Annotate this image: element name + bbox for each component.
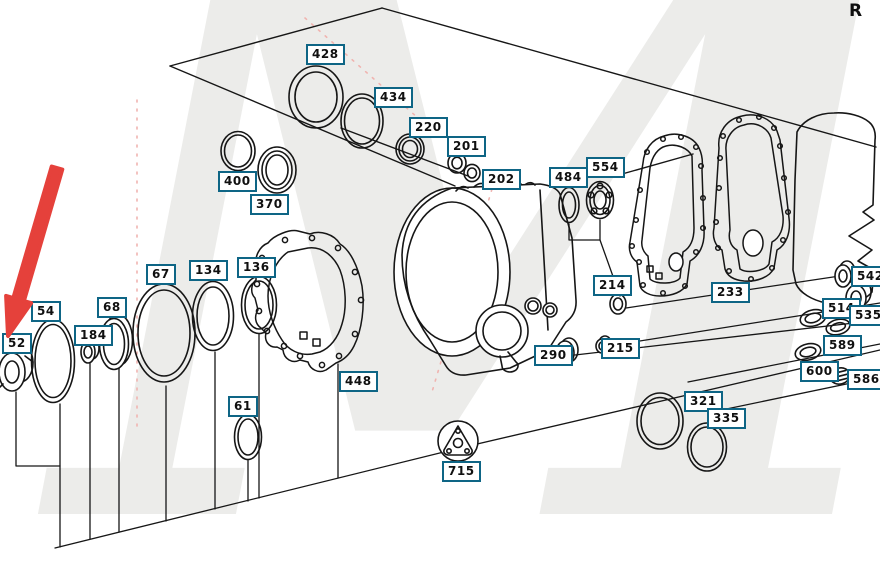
part-label-484[interactable]: 484 <box>549 167 588 188</box>
part-label-67[interactable]: 67 <box>146 264 176 285</box>
part-label-136[interactable]: 136 <box>237 257 276 278</box>
gasket-drawing-233 <box>628 133 707 297</box>
revision-marker: R <box>849 1 863 21</box>
part-drawing-134 <box>191 280 235 352</box>
part-label-589[interactable]: 589 <box>823 335 862 356</box>
part-label-220[interactable]: 220 <box>409 117 448 138</box>
part-label-184[interactable]: 184 <box>74 325 113 346</box>
part-label-434[interactable]: 434 <box>374 87 413 108</box>
rear-housing-profile-drawing <box>792 112 877 306</box>
part-label-134[interactable]: 134 <box>189 260 228 281</box>
part-label-202[interactable]: 202 <box>482 169 521 190</box>
part-label-214[interactable]: 214 <box>593 275 632 296</box>
part-drawing-220 <box>395 133 425 165</box>
part-label-61[interactable]: 61 <box>228 396 258 417</box>
part-label-201[interactable]: 201 <box>447 136 486 157</box>
part-label-554[interactable]: 554 <box>586 157 625 178</box>
part-drawing-61 <box>233 413 263 461</box>
part-label-52[interactable]: 52 <box>2 333 32 354</box>
part-label-233[interactable]: 233 <box>711 282 750 303</box>
part-label-535[interactable]: 535 <box>849 305 880 326</box>
part-drawing-321 <box>636 392 684 450</box>
part-label-321[interactable]: 321 <box>684 391 723 412</box>
part-drawing-428 <box>288 65 344 129</box>
construction-lines <box>169 7 877 187</box>
part-label-215[interactable]: 215 <box>601 338 640 359</box>
part-label-428[interactable]: 428 <box>306 44 345 65</box>
part-label-400[interactable]: 400 <box>218 171 257 192</box>
part-label-586[interactable]: 586 <box>847 369 880 390</box>
gasket-drawing-right <box>712 113 792 283</box>
part-label-290[interactable]: 290 <box>534 345 573 366</box>
part-drawing-600 <box>794 342 822 362</box>
part-drawing-484 <box>558 186 580 224</box>
part-drawing-434 <box>340 93 384 149</box>
part-label-600[interactable]: 600 <box>800 361 839 382</box>
part-drawing-67 <box>132 283 196 383</box>
part-drawing-715 <box>437 420 479 462</box>
part-label-370[interactable]: 370 <box>250 194 289 215</box>
part-drawing-400 <box>220 130 256 172</box>
part-drawing-554 <box>585 180 615 220</box>
part-drawing-52 <box>0 343 34 392</box>
part-label-715[interactable]: 715 <box>442 461 481 482</box>
part-drawing-54 <box>30 318 76 404</box>
part-label-542[interactable]: 542 <box>851 266 880 287</box>
part-drawing-202 <box>463 163 481 183</box>
transmission-housing-drawing <box>393 181 577 376</box>
part-label-448[interactable]: 448 <box>339 371 378 392</box>
part-drawing-370 <box>257 146 297 194</box>
part-drawing-335 <box>686 422 728 472</box>
part-label-68[interactable]: 68 <box>97 297 127 318</box>
gasket-drawing-448 <box>251 229 365 373</box>
part-label-335[interactable]: 335 <box>707 408 746 429</box>
part-drawing-214 <box>609 293 627 315</box>
part-label-54[interactable]: 54 <box>31 301 61 322</box>
